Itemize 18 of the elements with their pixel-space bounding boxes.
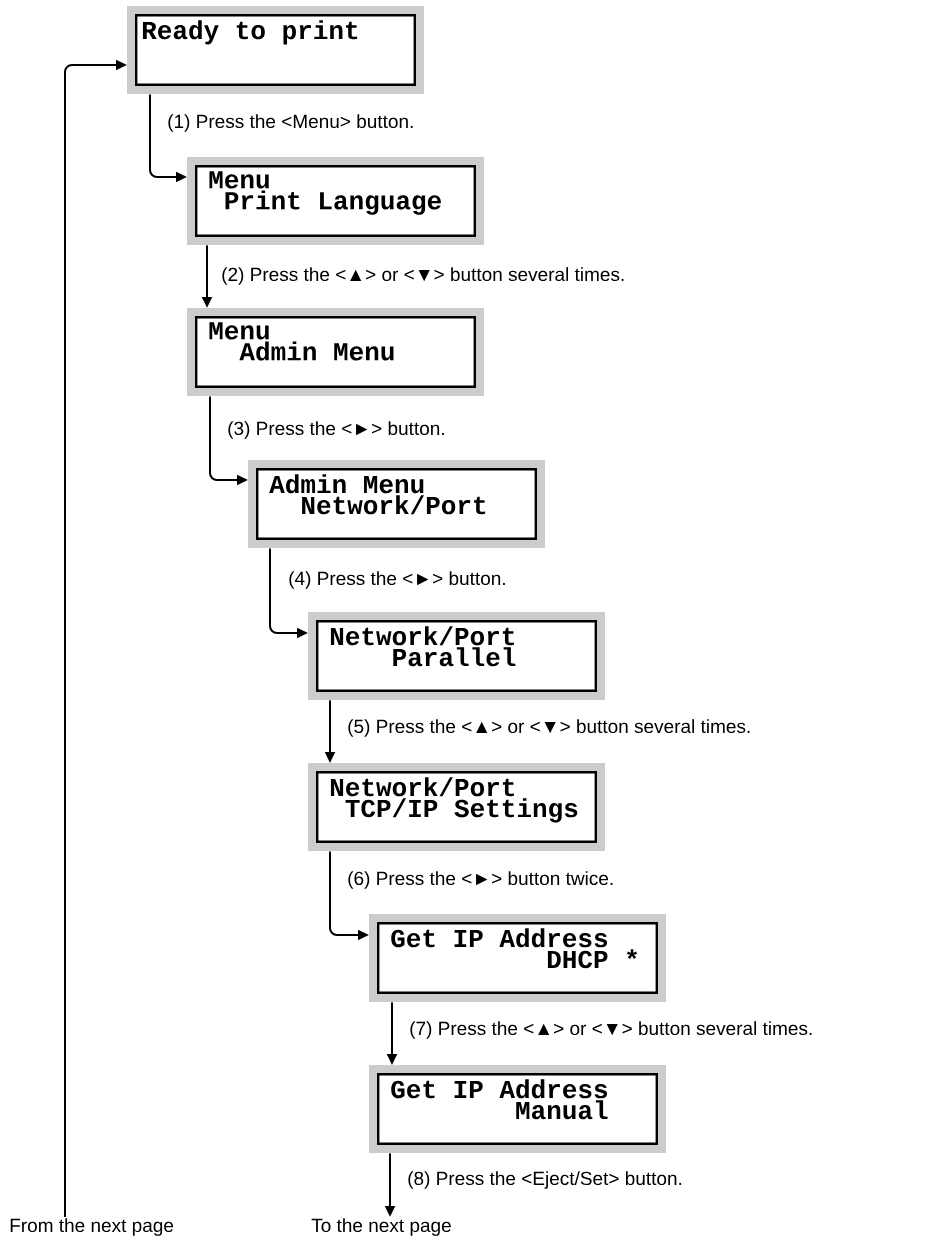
edge-label: (6) Press the <►> button twice. [346,870,616,890]
lcd-display: Menu Print Language [187,157,484,245]
page-reference: To the next page [311,1218,451,1236]
edge-label: (5) Press the <▲> or <▼> button several times. [346,718,753,738]
edge-label: (7) Press the <▲> or <▼> button several times. [408,1020,815,1040]
edge-label: (8) Press the <Eject/Set> button. [406,1170,684,1190]
page-reference: From the next page [10,1218,174,1236]
edge-label: (2) Press the <▲> or <▼> button several times. [220,266,627,286]
edge-label: (3) Press the <►> button. [226,420,447,440]
lcd-display: Ready to print [127,6,424,94]
lcd-display: Get IP Address DHCP * [369,914,666,1002]
lcd-display: Network/Port TCP/IP Settings [308,763,605,851]
lcd-display: Menu Admin Menu [187,308,484,396]
edge-label: (4) Press the <►> button. [287,570,508,590]
lcd-display: Network/Port Parallel [308,612,605,700]
lcd-display: Get IP Address Manual [369,1065,666,1153]
lcd-display: Admin Menu Network/Port [248,460,545,548]
edge-label: (1) Press the <Menu> button. [166,113,416,133]
